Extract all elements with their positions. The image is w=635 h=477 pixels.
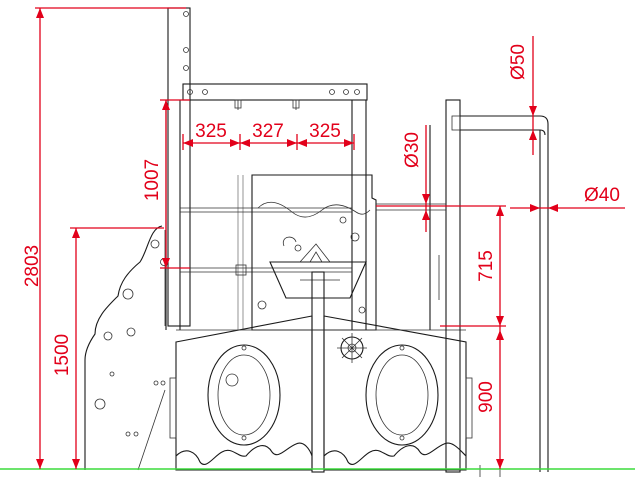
dim-rail-diameter: Ø30 <box>402 132 423 168</box>
dim-handrail-diameter: Ø50 <box>508 44 529 80</box>
dim-deck-height: 900 <box>476 381 497 413</box>
dim-bay-3: 325 <box>309 121 341 142</box>
dim-rail-height: 715 <box>476 250 497 282</box>
dim-total-height: 2803 <box>22 245 43 287</box>
dim-platform-height: 1500 <box>52 334 73 376</box>
dim-post-diameter: Ø40 <box>584 185 620 206</box>
dimension-lines <box>35 7 625 469</box>
dim-upper-frame: 1007 <box>142 159 163 201</box>
dim-bay-1: 325 <box>195 121 227 142</box>
dim-bay-2: 327 <box>252 121 284 142</box>
